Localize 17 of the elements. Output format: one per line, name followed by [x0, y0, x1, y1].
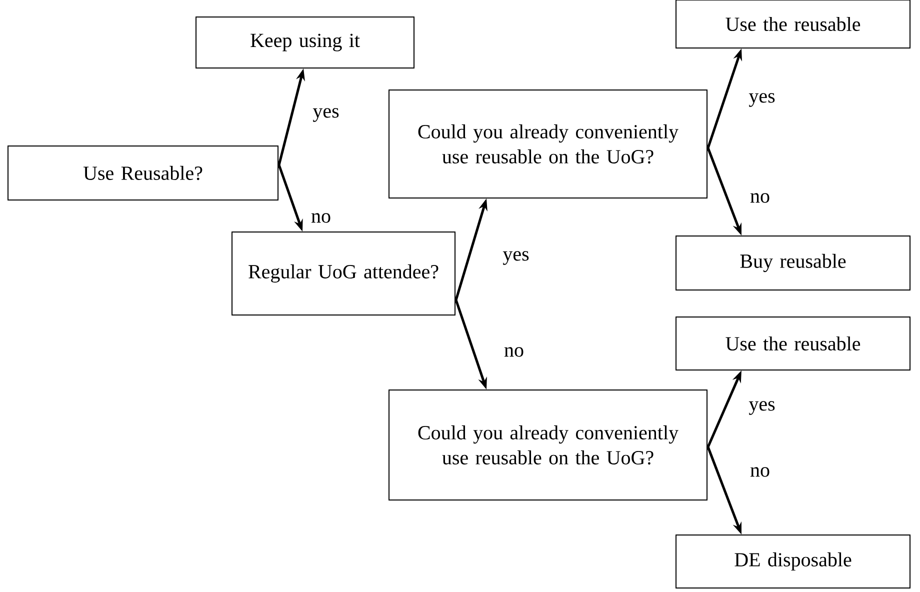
decision-box: DE disposable: [676, 534, 911, 588]
decision-box: Could you already conveniently use reusable on the UoG?: [388, 390, 708, 500]
decision-box: Use the reusable: [676, 0, 911, 48]
edge-label: yes: [748, 400, 776, 416]
decision-box: Could you already conveniently use reusable on the UoG?: [388, 90, 708, 198]
edge-label: yes: [748, 92, 776, 108]
edge-label: no: [749, 192, 771, 204]
decision-box: Use the reusable: [676, 316, 911, 370]
edge-label: yes: [312, 107, 340, 123]
decision-box: Buy reusable: [676, 236, 911, 290]
decision-box: Keep using it: [196, 16, 414, 68]
decision-box: Regular UoG attendee?: [232, 232, 456, 316]
edge-label: no: [503, 346, 525, 358]
edge-label: no: [310, 212, 332, 224]
edge-label: yes: [502, 250, 530, 266]
edge-label: no: [749, 466, 771, 478]
decision-box: Use Reusable?: [8, 146, 278, 200]
